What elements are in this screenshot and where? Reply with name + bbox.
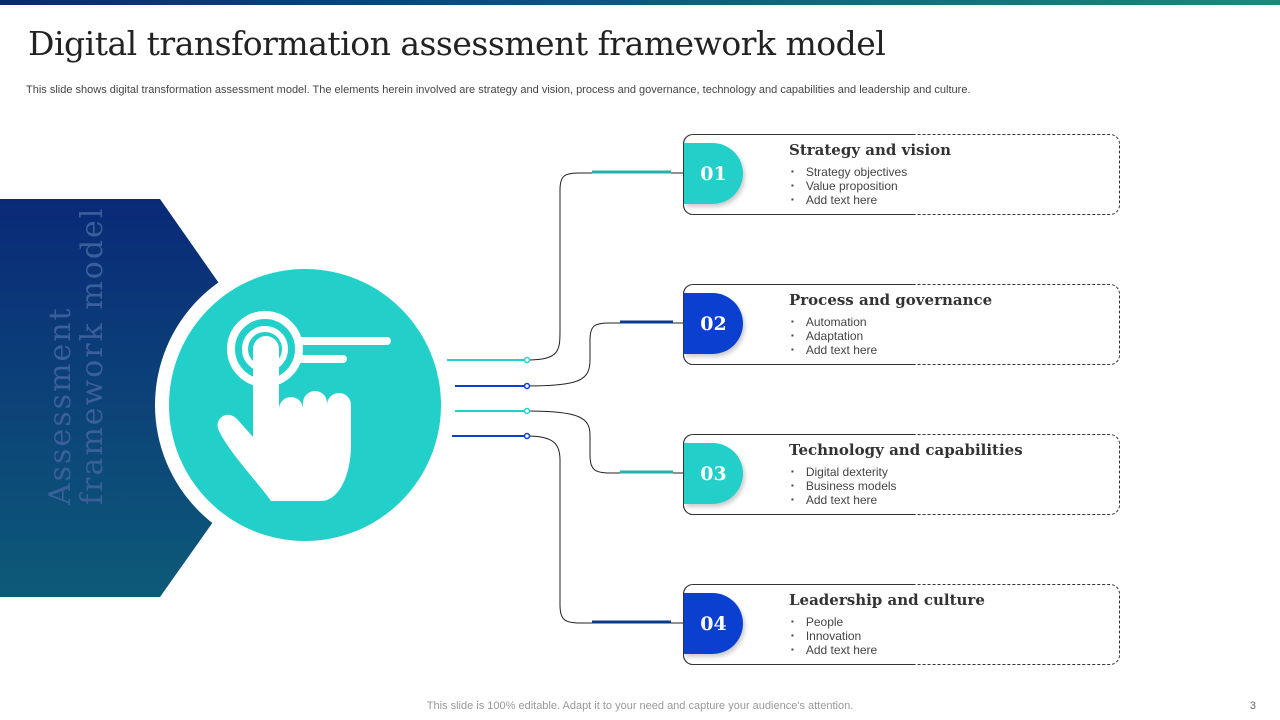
- page-subtitle: This slide shows digital transformation …: [26, 84, 971, 96]
- bullet: Add text here: [791, 493, 897, 507]
- page-title: Digital transformation assessment framew…: [28, 24, 886, 63]
- bullet: Add text here: [791, 643, 877, 657]
- item-card-strategy: 01 Strategy and vision Strategy objectiv…: [683, 134, 1120, 215]
- item-card-process: 02 Process and governance AutomationAdap…: [683, 284, 1120, 365]
- item-number-badge: 02: [684, 293, 743, 354]
- item-title: Process and governance: [789, 291, 993, 309]
- bullet: Business models: [791, 479, 897, 493]
- bullet: Add text here: [791, 193, 907, 207]
- item-card-technology: 03 Technology and capabilities Digital d…: [683, 434, 1120, 515]
- bullet: Innovation: [791, 629, 877, 643]
- bullet: Value proposition: [791, 179, 907, 193]
- item-title: Technology and capabilities: [789, 441, 1023, 459]
- item-card-leadership: 04 Leadership and culture PeopleInnovati…: [683, 584, 1120, 665]
- bullet: Add text here: [791, 343, 877, 357]
- page-number: 3: [1249, 700, 1256, 712]
- footer-note: This slide is 100% editable. Adapt it to…: [426, 700, 854, 712]
- item-number-badge: 01: [684, 143, 743, 204]
- item-number-badge: 03: [684, 443, 743, 504]
- hand-pointer-touch-icon: [169, 269, 441, 541]
- item-number-badge: 04: [684, 593, 743, 654]
- bullet: People: [791, 615, 877, 629]
- bullet: Adaptation: [791, 329, 877, 343]
- item-title: Strategy and vision: [789, 141, 952, 159]
- item-title: Leadership and culture: [789, 591, 985, 609]
- bullet: Strategy objectives: [791, 165, 907, 179]
- bullet: Digital dexterity: [791, 465, 897, 479]
- top-accent-bar: [0, 0, 1280, 5]
- bullet: Automation: [791, 315, 877, 329]
